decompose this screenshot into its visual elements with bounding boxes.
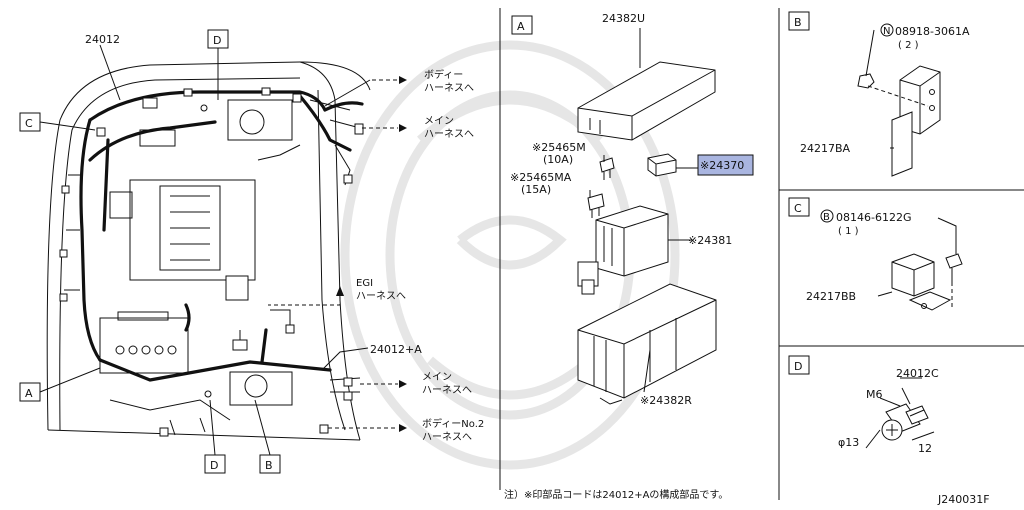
connection-main1-line1: メイン (424, 116, 454, 127)
part-number-24012a: 24012+A (370, 343, 422, 356)
block-part-number: ※24381 (688, 234, 732, 247)
connection-main1-line2: ハーネスへ (424, 128, 474, 140)
cover-part-number: 24382U (602, 12, 645, 25)
bracket-bb-part-number: 24217BB (806, 290, 856, 303)
connection-egi-line1: EGI (356, 278, 373, 289)
fuse-15a-rating: (15A) (521, 183, 551, 196)
connection-egi-line2: ハーネスへ (356, 290, 406, 302)
panel-dividers (499, 8, 1024, 500)
bolt-part-number: 08146-6122G (836, 211, 911, 224)
panel-d-label-box (788, 355, 810, 375)
callout-box-c (19, 112, 41, 132)
clip-length: 12 (918, 442, 932, 455)
relay-part-number: ※24370 (700, 159, 744, 172)
callout-d-bottom: D (210, 459, 218, 472)
callout-a: A (25, 387, 33, 400)
panel-a-leader-lines (589, 28, 698, 393)
callout-c: C (25, 117, 33, 130)
bolt-symbol-circle (820, 209, 834, 223)
panel-d-label: D (794, 360, 802, 373)
panel-b-label-box (788, 11, 810, 31)
callout-box-b (259, 454, 281, 474)
clip-diameter: φ13 (838, 436, 859, 449)
footnote: 注）※印部品コードは24012+Aの構成部品です。 (504, 488, 728, 501)
callout-d-top: D (213, 34, 221, 47)
clip-24012c-drawing (865, 377, 935, 449)
fuse-10a-part-number: ※25465M (532, 141, 586, 154)
panel-b-label: B (794, 16, 802, 29)
panel-a-label: A (517, 20, 525, 33)
bolt-quantity: ( 1 ) (838, 226, 859, 237)
bracket-ba-part-number: 24217BA (800, 142, 851, 155)
bracket-ba-drawing (857, 29, 941, 177)
panel-c-label-box (788, 197, 810, 217)
fuse-15a-part-number: ※25465MA (510, 171, 572, 184)
connection-main2-line2: ハーネスへ (422, 384, 472, 396)
callout-box-a (19, 382, 41, 402)
callout-box-d-bottom (204, 454, 226, 474)
bracket-bb-drawing (877, 217, 963, 311)
nut-symbol: N (883, 26, 890, 37)
fuse-box-exploded (577, 61, 717, 405)
connection-main2-line1: メイン (422, 372, 452, 383)
relay-highlight (697, 154, 754, 176)
nut-part-number: 08918-3061A (895, 25, 970, 38)
fuse-10a-rating: (10A) (543, 153, 573, 166)
callout-box-d-top (207, 29, 229, 49)
connection-body-line1: ボディー (424, 68, 463, 81)
nut-symbol-circle (880, 23, 894, 37)
nut-quantity: ( 2 ) (898, 40, 919, 51)
engine-bay-view (46, 61, 407, 441)
diagram-code: J240031F (937, 493, 990, 506)
main-leader-lines (39, 44, 369, 456)
connection-body-line2: ハーネスへ (424, 82, 474, 94)
part-number-24012: 24012 (85, 33, 120, 46)
panel-a-label-box (511, 15, 533, 35)
callout-b: B (265, 459, 273, 472)
panel-c-label: C (794, 202, 802, 215)
connection-body2-line2: ハーネスへ (422, 431, 472, 443)
connection-body2-line1: ボディーNo.2 (422, 417, 484, 430)
watermark-emblem (340, 40, 680, 470)
bolt-symbol: B (823, 212, 830, 223)
clip-part-number: 24012C (896, 367, 939, 380)
clip-thread-size: M6 (866, 388, 883, 401)
case-part-number: ※24382R (640, 394, 692, 407)
